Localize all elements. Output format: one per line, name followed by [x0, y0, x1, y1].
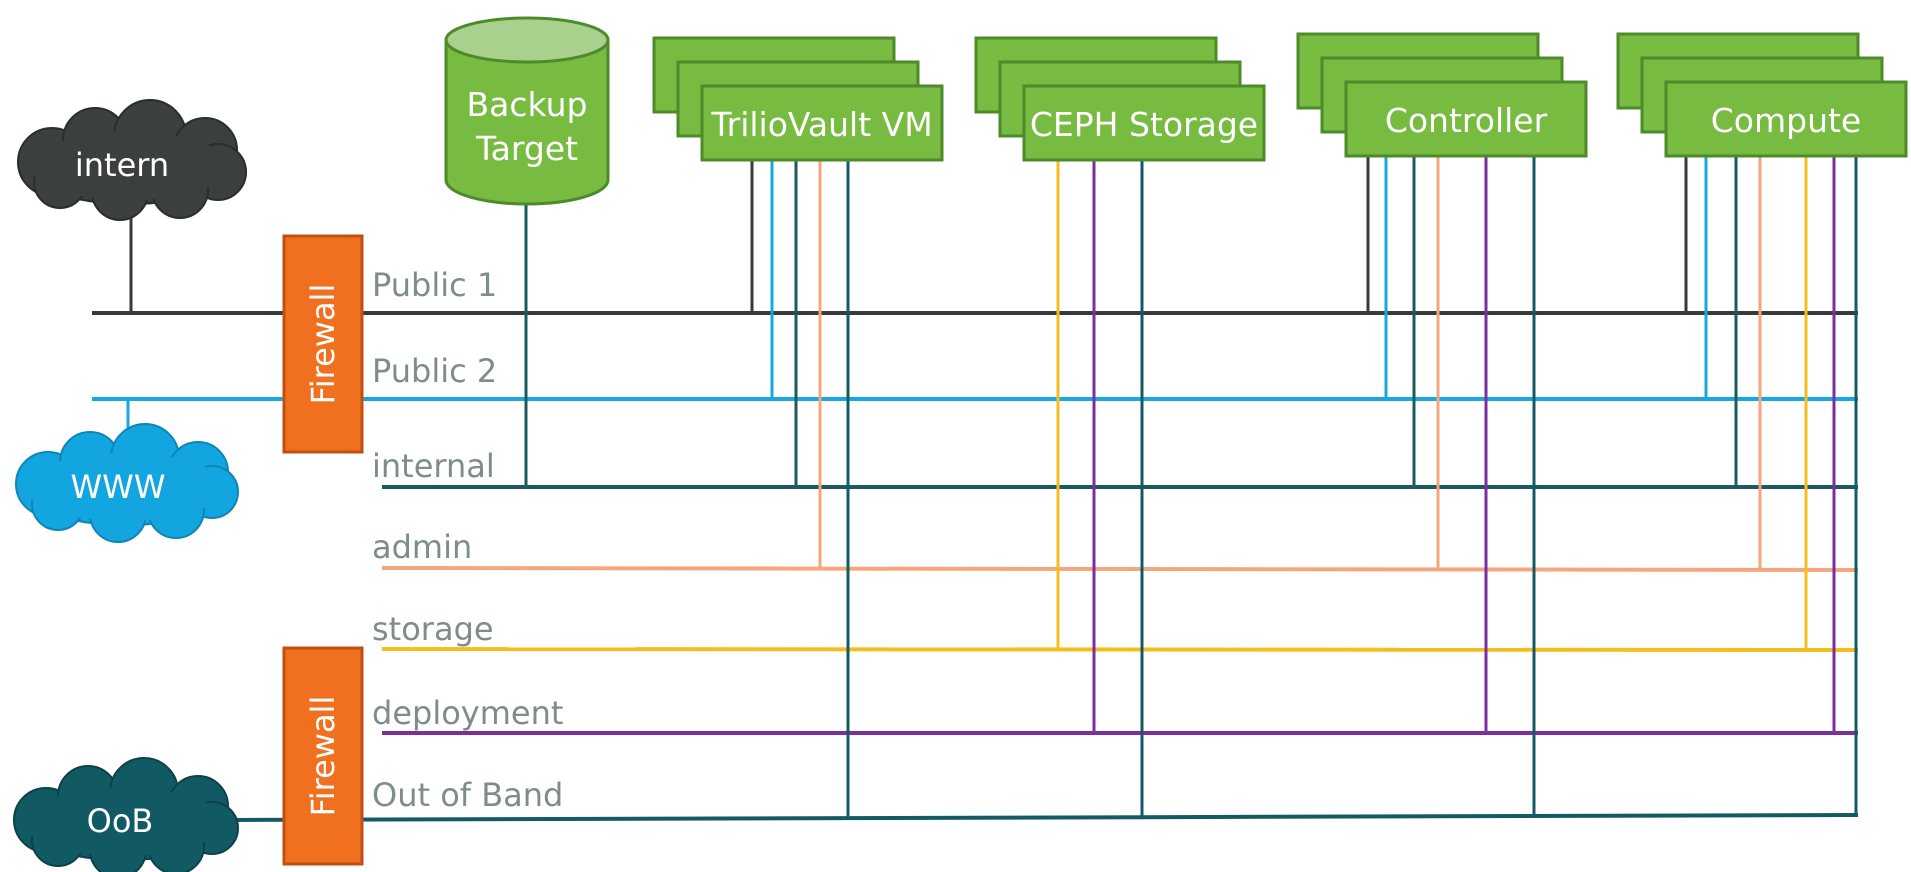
label-deployment: deployment	[372, 694, 563, 732]
network-drops	[126, 155, 1858, 818]
cloud-oob	[13, 757, 239, 872]
firewall-bottom-label: Firewall	[304, 696, 342, 817]
backup-target-line2: Target	[475, 129, 578, 168]
node-ceph-label: CEPH Storage	[1030, 105, 1258, 144]
label-oob: Out of Band	[372, 776, 563, 814]
cloud-www	[15, 423, 239, 543]
node-controller-label: Controller	[1385, 101, 1548, 140]
node-stack-triliovault	[652, 36, 944, 162]
cloud-intern	[17, 99, 247, 221]
firewall-top-label: Firewall	[304, 284, 342, 405]
node-stack-compute	[1616, 32, 1908, 158]
backup-target: Backup Target	[444, 16, 610, 206]
cloud-www-label: WWW	[71, 468, 166, 506]
storage-bus	[381, 647, 1859, 652]
label-admin: admin	[372, 528, 472, 566]
label-storage: storage	[372, 610, 494, 648]
network-labels: Public 1 Public 2 internal admin storage…	[372, 266, 563, 814]
firewall-top: Firewall	[282, 234, 364, 454]
admin-bus	[381, 566, 1859, 572]
node-stack-ceph	[974, 36, 1266, 162]
node-stack-controller	[1296, 32, 1588, 158]
node-compute-label: Compute	[1711, 101, 1861, 140]
network-buses	[92, 311, 1859, 822]
cloud-oob-label: OoB	[87, 802, 154, 840]
label-public1: Public 1	[372, 266, 497, 304]
label-internal: internal	[372, 447, 495, 485]
cloud-intern-label: intern	[75, 146, 169, 184]
firewall-bottom: Firewall	[282, 646, 364, 866]
oob-bus	[231, 813, 1859, 822]
label-public2: Public 2	[372, 352, 497, 390]
backup-target-line1: Backup	[467, 85, 588, 124]
node-triliovault-label: TrilioVault VM	[710, 105, 932, 144]
